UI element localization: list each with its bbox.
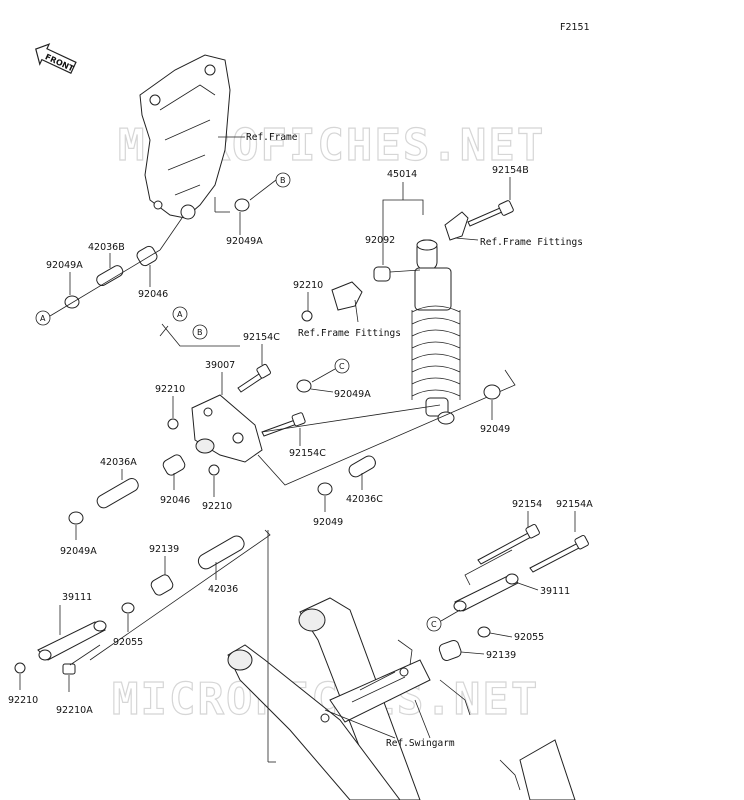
svg-text:A: A: [177, 310, 183, 319]
bushing-92139-right: [438, 639, 462, 661]
label-92154: 92154: [512, 499, 542, 510]
label-92092: 92092: [365, 235, 395, 246]
label-39111-left: 39111: [62, 592, 92, 603]
bushing-92046-mid: [162, 454, 186, 476]
washer-92049a-low: [68, 511, 84, 525]
bushing-92046-top: [136, 245, 158, 267]
label-92049a-top: 92049A: [226, 236, 263, 247]
label-92055-left: 92055: [113, 637, 143, 648]
bushing-92092: [373, 266, 391, 282]
label-92139-left: 92139: [149, 544, 179, 555]
ref-frame-fittings-left: Ref.Frame Fittings: [298, 328, 401, 339]
washer-92049a-top: [234, 198, 250, 212]
frame-fitting-left: [331, 281, 363, 311]
label-92210-top: 92210: [293, 280, 323, 291]
collar-42036: [197, 535, 245, 570]
shock-absorber-drawing: [411, 239, 461, 425]
bushing-92139-left: [150, 574, 174, 596]
collar-42036b: [96, 265, 124, 286]
label-92046-mid: 92046: [160, 495, 190, 506]
label-39007: 39007: [205, 360, 235, 371]
bolt-92154c-mid: [261, 419, 298, 437]
label-92055-right: 92055: [514, 632, 544, 643]
callout-a-mid: A: [172, 306, 188, 322]
label-92049-right: 92049: [480, 424, 510, 435]
washer-92049-low: [317, 482, 333, 496]
frame-bracket-drawing: [139, 54, 231, 220]
ref-frame-fittings-right: Ref.Frame Fittings: [480, 237, 583, 248]
nut-92210-mid: [167, 418, 179, 430]
bolt-92154a: [529, 542, 582, 573]
frame-fitting-right: [444, 211, 469, 241]
label-92154a: 92154A: [556, 499, 593, 510]
label-92210-bottom: 92210: [8, 695, 38, 706]
figure-id: F2151: [560, 22, 590, 33]
label-92049-low: 92049: [313, 517, 343, 528]
label-92154c-top: 92154C: [243, 332, 280, 343]
ref-frame: Ref.Frame: [246, 132, 298, 143]
nut-92210-top: [301, 310, 313, 322]
svg-text:B: B: [197, 328, 203, 337]
label-42036: 42036: [208, 584, 238, 595]
callout-b-top: B: [275, 172, 291, 188]
nut-92210-low: [208, 464, 220, 476]
collar-42036a: [96, 478, 139, 509]
ref-swingarm: Ref.Swingarm: [386, 738, 455, 749]
washer-92049a-mid: [296, 379, 312, 393]
svg-text:B: B: [280, 176, 286, 185]
washer-92049-right: [483, 384, 501, 400]
label-45014: 45014: [387, 169, 417, 180]
bolt-92154: [477, 531, 534, 565]
swingarm-drawing: [227, 597, 576, 800]
washer-92055-left: [121, 602, 135, 614]
label-42036c: 42036C: [346, 494, 383, 505]
nut-92210a: [62, 663, 76, 675]
label-92210-mid: 92210: [155, 384, 185, 395]
callout-b-mid: B: [192, 324, 208, 340]
label-92154c-mid: 92154C: [289, 448, 326, 459]
label-92046-top: 92046: [138, 289, 168, 300]
label-92210-low: 92210: [202, 501, 232, 512]
label-92139-right: 92139: [486, 650, 516, 661]
svg-text:C: C: [431, 620, 437, 629]
label-92049a-mid: 92049A: [334, 389, 371, 400]
label-92210a: 92210A: [56, 705, 93, 716]
label-42036b: 42036B: [88, 242, 125, 253]
nut-92210-bottom: [14, 662, 26, 674]
label-42036a: 42036A: [100, 457, 137, 468]
collar-42036c: [348, 455, 376, 478]
bolt-92154b: [467, 207, 503, 227]
label-92049a-left: 92049A: [46, 260, 83, 271]
label-92154b: 92154B: [492, 165, 529, 176]
callout-c-right: C: [426, 616, 442, 632]
label-39111-right: 39111: [540, 586, 570, 597]
rocker-link-drawing: [191, 394, 263, 463]
callout-a-left: A: [35, 310, 51, 326]
callout-c-mid: C: [334, 358, 350, 374]
svg-text:A: A: [40, 314, 46, 323]
front-arrow-icon: FRONT: [35, 43, 77, 74]
label-92049a-low: 92049A: [60, 546, 97, 557]
washer-92055-right: [477, 626, 491, 638]
svg-text:C: C: [339, 362, 345, 371]
